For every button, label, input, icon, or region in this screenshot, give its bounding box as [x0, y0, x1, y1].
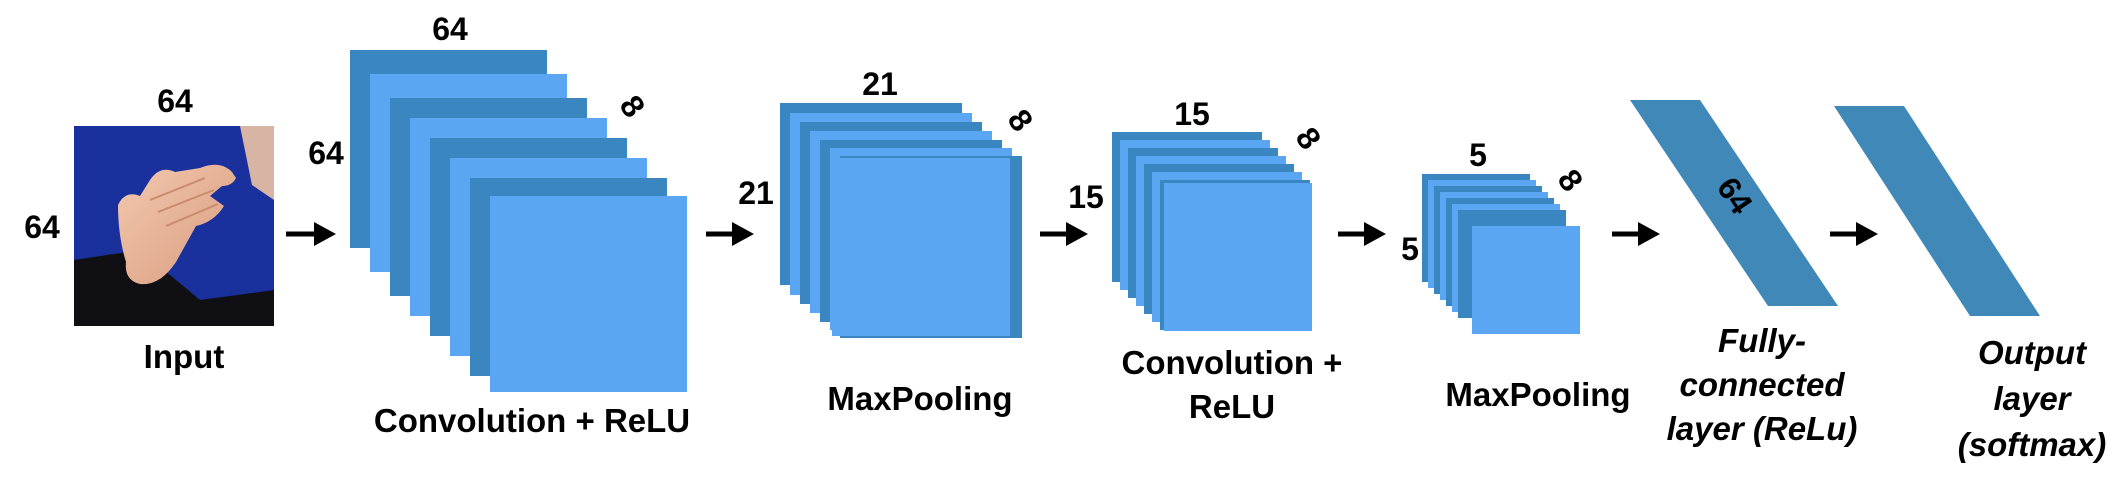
input-top-dim: 64 [157, 83, 193, 119]
conv2-caption-line1: Convolution + [1122, 344, 1343, 381]
arrow-icon [1612, 222, 1660, 246]
pool1-side-dim: 21 [738, 175, 774, 211]
pool1-feature-maps [780, 103, 1022, 338]
fc-caption-line3: layer (ReLu) [1667, 410, 1858, 447]
feature-map [490, 196, 687, 392]
feature-map [832, 158, 1010, 336]
pool2-caption: MaxPooling [1445, 376, 1630, 413]
feature-map [1472, 226, 1580, 334]
conv1-top-dim: 64 [432, 11, 468, 47]
conv2-top-dim: 15 [1174, 96, 1210, 132]
output-caption-line2: layer [1993, 380, 2072, 417]
pool1-caption: MaxPooling [827, 380, 1012, 417]
conv2-caption-line2: ReLU [1189, 388, 1275, 425]
pool1-depth: 8 [1001, 103, 1041, 138]
output-caption-line3: (softmax) [1958, 426, 2107, 463]
conv1-feature-maps [350, 50, 687, 392]
output-layer [1834, 106, 2040, 316]
arrow-icon [1040, 222, 1088, 246]
pool2-feature-maps [1422, 174, 1580, 334]
input-side-dim: 64 [24, 209, 60, 245]
fully-connected-layer [1630, 100, 1838, 306]
output-caption-line1: Output [1978, 334, 2088, 371]
pool1-top-dim: 21 [862, 66, 898, 102]
conv1-side-dim: 64 [308, 135, 344, 171]
conv1-depth: 8 [613, 89, 653, 124]
fc-caption-line2: connected [1679, 366, 1845, 403]
feature-map [1164, 183, 1312, 331]
conv2-side-dim: 15 [1068, 179, 1104, 215]
pool2-depth: 8 [1551, 163, 1591, 198]
input-caption: Input [144, 338, 225, 375]
fc-caption-line1: Fully- [1718, 322, 1806, 359]
pool2-side-dim: 5 [1401, 231, 1419, 267]
pool2-top-dim: 5 [1469, 137, 1487, 173]
conv2-depth: 8 [1289, 121, 1329, 156]
conv2-feature-maps [1112, 132, 1312, 331]
arrow-icon [286, 222, 336, 246]
conv1-caption: Convolution + ReLU [374, 402, 690, 439]
arrow-icon [1830, 222, 1878, 246]
input-image [74, 126, 274, 326]
arrow-icon [706, 222, 754, 246]
arrow-icon [1338, 222, 1386, 246]
